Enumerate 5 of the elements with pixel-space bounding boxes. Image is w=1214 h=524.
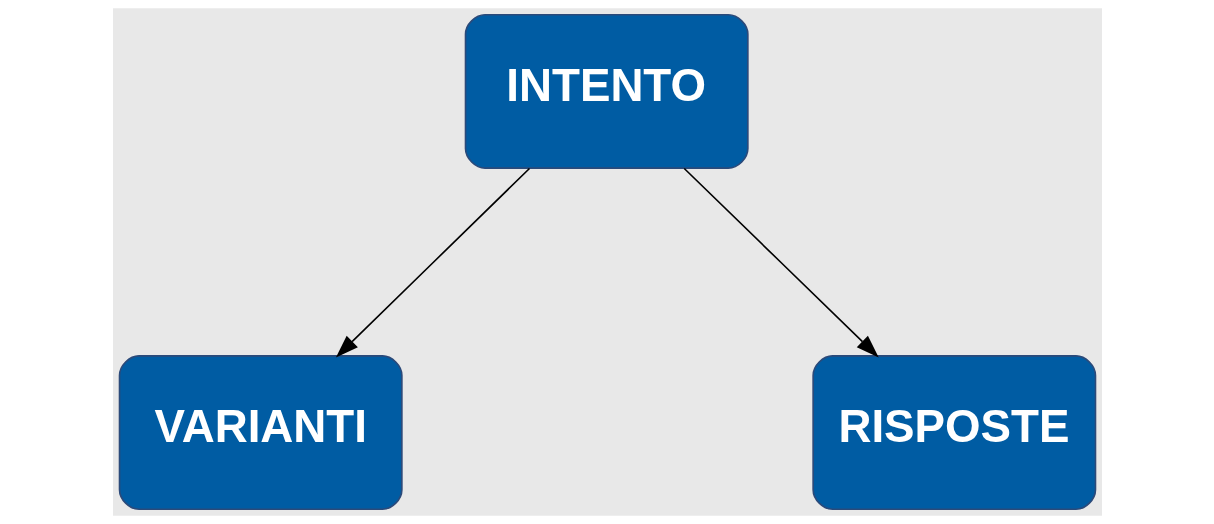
node-box: VARIANTI	[118, 355, 403, 511]
arrow	[335, 167, 530, 358]
arrow	[682, 167, 879, 358]
node-box: RISPOSTE	[811, 355, 1096, 511]
node-box: INTENTO	[464, 13, 749, 169]
